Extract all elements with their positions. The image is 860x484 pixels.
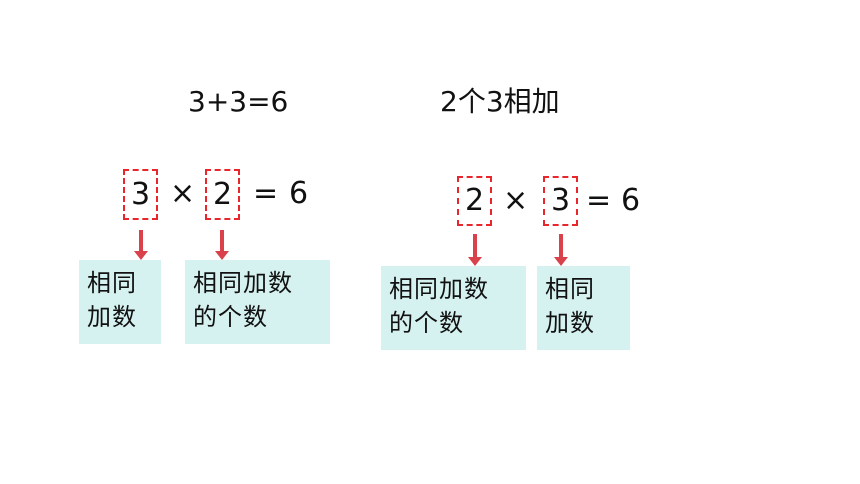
right-label-count-line1: 相同加数 <box>389 275 489 303</box>
left-label-count: 相同加数 的个数 <box>185 260 330 344</box>
right-equals-sign: = <box>586 183 612 218</box>
left-arrow-1 <box>134 230 148 260</box>
right-label-count: 相同加数 的个数 <box>381 266 526 350</box>
left-factor2-box: 2 <box>205 169 240 220</box>
right-label-addend-line1: 相同 <box>545 275 595 303</box>
right-product: 6 <box>621 183 641 218</box>
left-label-addend-line1: 相同 <box>87 269 137 297</box>
left-equals-sign: = <box>253 176 279 211</box>
left-product: 6 <box>289 176 309 211</box>
right-factor1-box: 2 <box>457 176 492 226</box>
left-arrow-2 <box>215 230 229 260</box>
right-factor1: 2 <box>464 183 485 218</box>
left-label-addend-line2: 加数 <box>87 303 137 331</box>
right-heading: 2个3相加 <box>440 85 560 118</box>
left-times-sign: × <box>170 176 196 211</box>
left-factor1: 3 <box>130 176 151 212</box>
right-times-sign: × <box>503 183 529 218</box>
right-factor2-box: 3 <box>543 176 578 226</box>
right-label-addend-line2: 加数 <box>545 309 595 337</box>
left-factor1-box: 3 <box>123 169 158 220</box>
right-factor2: 3 <box>550 183 571 218</box>
right-label-addend: 相同 加数 <box>537 266 630 350</box>
right-arrow-1 <box>468 234 482 266</box>
left-heading: 3+3=6 <box>188 85 289 118</box>
left-label-addend: 相同 加数 <box>79 260 161 344</box>
right-label-count-line2: 的个数 <box>389 309 464 337</box>
left-factor2: 2 <box>212 176 233 212</box>
left-label-count-line2: 的个数 <box>193 303 268 331</box>
left-label-count-line1: 相同加数 <box>193 269 293 297</box>
right-arrow-2 <box>554 234 568 266</box>
